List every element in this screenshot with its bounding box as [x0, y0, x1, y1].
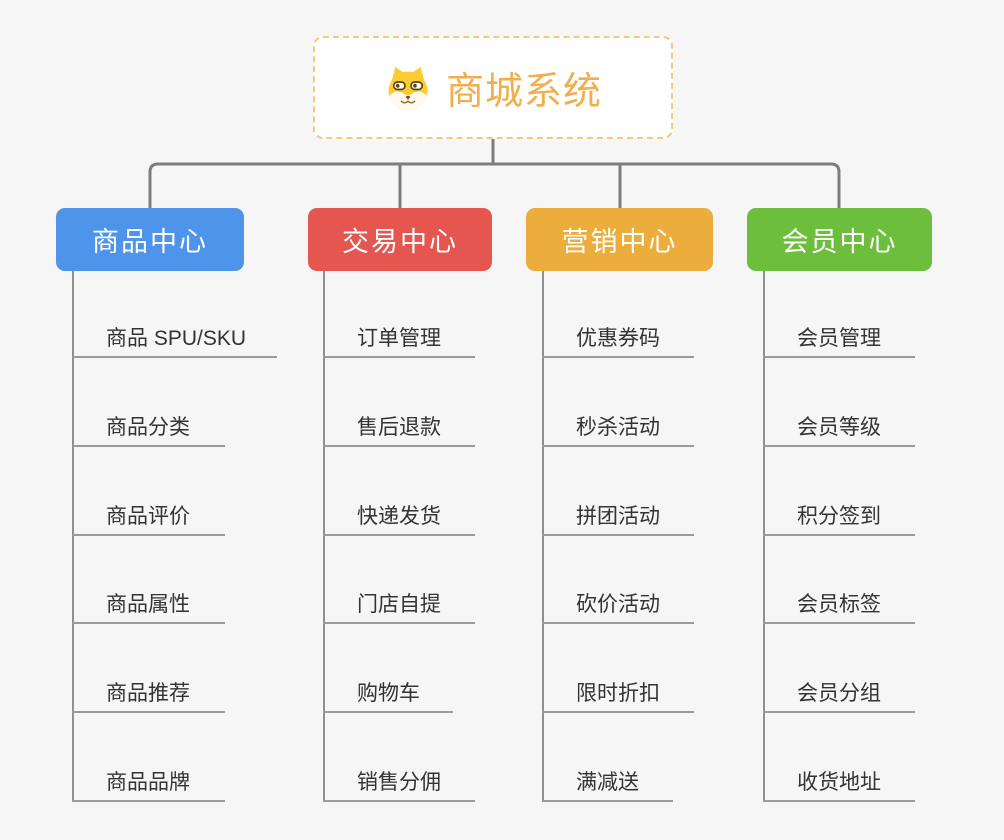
- subtopic[interactable]: 满减送: [542, 758, 673, 802]
- subtopic-label: 销售分佣: [357, 771, 441, 794]
- subtopic[interactable]: 快递发货: [323, 492, 475, 536]
- subtopic-label: 商品 SPU/SKU: [106, 327, 247, 350]
- subtopic[interactable]: 秒杀活动: [542, 403, 694, 447]
- subtopic-label: 商品评价: [106, 505, 190, 528]
- subtopic[interactable]: 商品 SPU/SKU: [72, 314, 277, 358]
- subtopic[interactable]: 会员等级: [763, 403, 915, 447]
- subtopic-label: 商品属性: [106, 593, 190, 616]
- subtopic[interactable]: 商品推荐: [72, 669, 225, 713]
- subtopic-label: 门店自提: [357, 593, 441, 616]
- subtopic-label: 会员管理: [797, 327, 881, 350]
- subtopic-label: 优惠券码: [576, 327, 660, 350]
- subtopic[interactable]: 门店自提: [323, 580, 475, 624]
- branch-spine-line: [72, 271, 74, 802]
- subtopic[interactable]: 商品评价: [72, 492, 225, 536]
- branch-spine-line: [542, 271, 544, 802]
- branch-trade-center[interactable]: 交易中心: [308, 208, 492, 271]
- subtopic-label: 会员标签: [797, 593, 881, 616]
- subtopic[interactable]: 优惠券码: [542, 314, 694, 358]
- subtopic[interactable]: 订单管理: [323, 314, 475, 358]
- subtopic-label: 砍价活动: [576, 593, 660, 616]
- subtopic-label: 秒杀活动: [576, 416, 660, 439]
- subtopic-label: 积分签到: [797, 505, 881, 528]
- subtopic[interactable]: 商品属性: [72, 580, 225, 624]
- dog-face-icon: [384, 64, 432, 112]
- branch-label: 商品中心: [92, 227, 208, 257]
- branch-label: 交易中心: [342, 227, 458, 257]
- subtopic[interactable]: 售后退款: [323, 403, 475, 447]
- subtopic[interactable]: 拼团活动: [542, 492, 694, 536]
- branch-product-center[interactable]: 商品中心: [56, 208, 244, 271]
- subtopic-label: 会员等级: [797, 416, 881, 439]
- subtopic[interactable]: 会员管理: [763, 314, 915, 358]
- branch-label: 会员中心: [781, 227, 898, 257]
- subtopic[interactable]: 会员标签: [763, 580, 915, 624]
- subtopic-label: 订单管理: [357, 327, 441, 350]
- subtopic-label: 购物车: [357, 682, 420, 705]
- subtopic[interactable]: 限时折扣: [542, 669, 694, 713]
- subtopic-label: 满减送: [576, 771, 639, 794]
- branch-spine-line: [323, 271, 325, 802]
- subtopic[interactable]: 商品品牌: [72, 758, 225, 802]
- branch-member-center[interactable]: 会员中心: [747, 208, 932, 271]
- subtopic-label: 拼团活动: [576, 505, 660, 528]
- subtopic-label: 售后退款: [357, 416, 441, 439]
- root-topic[interactable]: 商城系统: [313, 36, 673, 139]
- subtopic-label: 快递发货: [357, 505, 441, 528]
- subtopic-label: 商品推荐: [106, 682, 190, 705]
- subtopic[interactable]: 收货地址: [763, 758, 915, 802]
- root-topic-label: 商城系统: [445, 71, 602, 113]
- subtopic-label: 限时折扣: [576, 682, 660, 705]
- subtopic-label: 收货地址: [797, 771, 881, 794]
- branch-label: 营销中心: [561, 227, 678, 257]
- branch-marketing-center[interactable]: 营销中心: [526, 208, 713, 271]
- subtopic[interactable]: 砍价活动: [542, 580, 694, 624]
- subtopic-label: 商品分类: [106, 416, 190, 439]
- subtopic-label: 商品品牌: [106, 771, 190, 794]
- subtopic[interactable]: 会员分组: [763, 669, 915, 713]
- subtopic-label: 会员分组: [797, 682, 881, 705]
- branch-spine-line: [763, 271, 765, 802]
- subtopic[interactable]: 商品分类: [72, 403, 225, 447]
- subtopic[interactable]: 购物车: [323, 669, 453, 713]
- subtopic[interactable]: 销售分佣: [323, 758, 475, 802]
- subtopic[interactable]: 积分签到: [763, 492, 915, 536]
